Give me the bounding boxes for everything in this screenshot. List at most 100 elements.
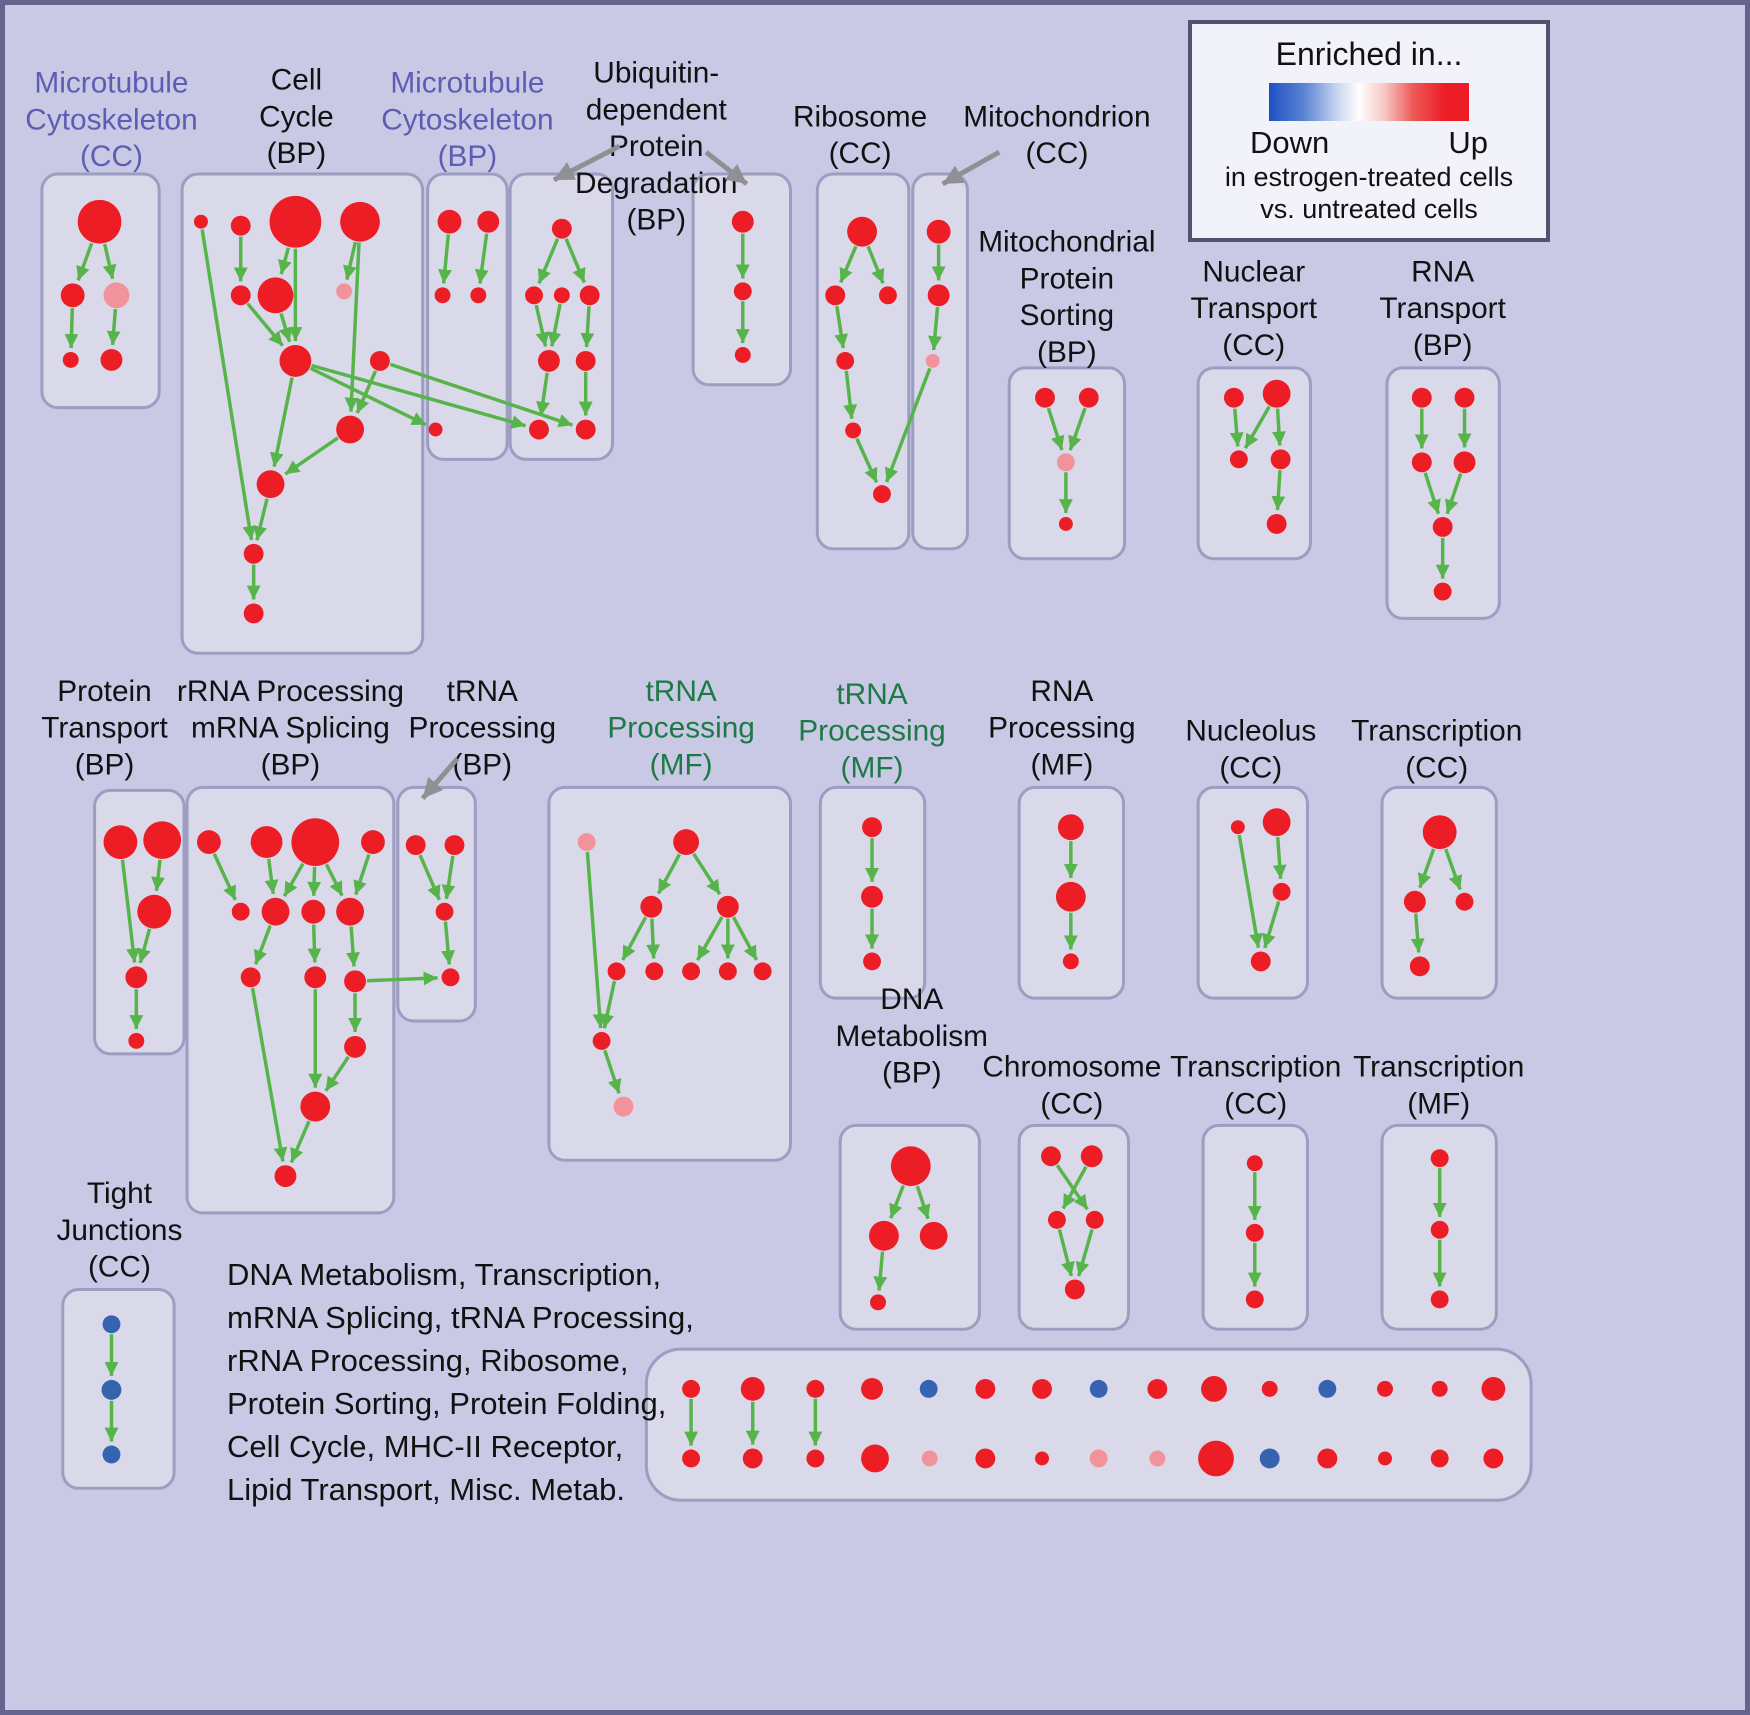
go-term-node <box>1317 1448 1338 1469</box>
go-term-node <box>1318 1379 1337 1398</box>
go-term-node <box>1422 815 1457 850</box>
go-term-node <box>103 282 130 309</box>
go-term-node <box>575 419 596 440</box>
go-term-node <box>1089 1379 1108 1398</box>
go-term-node <box>1147 1378 1168 1399</box>
group-label: Transcription(MF) <box>1353 1051 1524 1121</box>
edge-arrow <box>534 304 550 347</box>
edge-arrow <box>353 853 371 896</box>
edge-arrow <box>343 241 358 281</box>
edge-arrow <box>1410 913 1425 953</box>
go-term-node <box>196 830 221 855</box>
edge-arrow <box>270 377 294 467</box>
nucleolus-cc-box <box>1196 785 1309 1000</box>
edge-arrow <box>1444 848 1463 891</box>
edge-arrow <box>927 307 942 351</box>
go-term-node <box>128 1032 145 1049</box>
edge-arrow <box>915 1185 931 1220</box>
edge-arrow <box>585 851 607 1029</box>
go-term-node <box>919 1379 938 1398</box>
go-term-node <box>579 285 600 306</box>
misc-cluster-box <box>644 1347 1533 1502</box>
edge-arrow <box>1271 408 1286 446</box>
transcription-cc-box <box>1380 785 1498 1000</box>
edge-arrow <box>1055 1164 1089 1211</box>
go-term-node <box>1377 1380 1393 1397</box>
edge-arrow <box>1243 405 1271 450</box>
go-term-node <box>731 210 754 233</box>
edge-arrow <box>580 306 595 348</box>
go-term-node <box>1259 1448 1280 1469</box>
edge-arrow <box>695 916 724 961</box>
go-term-node <box>125 966 148 989</box>
go-term-node <box>845 422 862 439</box>
edge-arrow <box>884 367 932 483</box>
go-term-node <box>878 286 897 305</box>
edge-arrow <box>656 853 682 895</box>
go-term-node <box>102 1445 121 1464</box>
edge-arrow <box>366 971 438 986</box>
go-term-node <box>921 1450 938 1467</box>
edge-arrow <box>731 916 759 961</box>
edge-arrow <box>1057 1229 1075 1277</box>
edge-arrow <box>855 437 879 484</box>
legend-title: Enriched in... <box>1275 36 1463 72</box>
go-term-node <box>734 346 751 363</box>
edge-arrow <box>646 918 661 959</box>
edge-arrow <box>536 372 550 416</box>
go-term-node <box>1454 387 1475 408</box>
legend-gradient-bar <box>1269 83 1469 121</box>
go-term-node <box>1149 1450 1166 1467</box>
go-term-node <box>1089 1449 1108 1468</box>
go-term-node <box>1032 1378 1052 1399</box>
pointer-arrow <box>941 149 1001 187</box>
edge-arrow <box>1068 407 1087 451</box>
go-term-node <box>718 962 737 981</box>
legend-up-label: Up <box>1448 125 1488 160</box>
edge-arrow <box>311 363 527 429</box>
edge-arrow <box>1229 408 1244 447</box>
edge-arrow <box>1061 1165 1088 1210</box>
group-label: Transcription(CC) <box>1351 715 1522 785</box>
edge-arrow <box>1417 848 1436 889</box>
edge-arrow <box>1271 470 1286 511</box>
edge-arrow <box>621 916 648 961</box>
go-term-node <box>369 350 390 371</box>
edge-arrow <box>253 925 272 965</box>
edge-arrow <box>866 245 885 284</box>
go-term-node <box>336 415 364 444</box>
edge-arrow <box>324 1055 350 1092</box>
go-term-node <box>231 902 250 921</box>
go-term-node <box>753 962 772 981</box>
go-term-node <box>863 952 881 971</box>
edge-arrow <box>253 498 269 541</box>
go-term-node <box>1080 1145 1103 1168</box>
edge-arrow <box>289 1120 311 1164</box>
group-label: Nucleolus(CC) <box>1185 715 1316 785</box>
go-term-node <box>300 1091 331 1122</box>
pointer-arrow <box>420 756 460 800</box>
go-term-node <box>405 835 426 856</box>
go-term-node <box>926 219 951 244</box>
go-term-node <box>1201 1375 1227 1402</box>
go-term-node <box>304 966 327 989</box>
go-term-node <box>1041 1146 1061 1167</box>
group-label: Transcription(CC) <box>1170 1051 1341 1121</box>
go-term-node <box>434 287 451 304</box>
go-term-node <box>1085 1210 1104 1229</box>
go-term-node <box>1246 1155 1263 1172</box>
go-term-node <box>344 1035 366 1058</box>
go-term-node <box>340 201 380 242</box>
go-term-node <box>1431 1380 1448 1397</box>
go-term-node <box>250 826 283 858</box>
edge-arrow <box>564 238 586 284</box>
go-term-node <box>682 1379 701 1398</box>
